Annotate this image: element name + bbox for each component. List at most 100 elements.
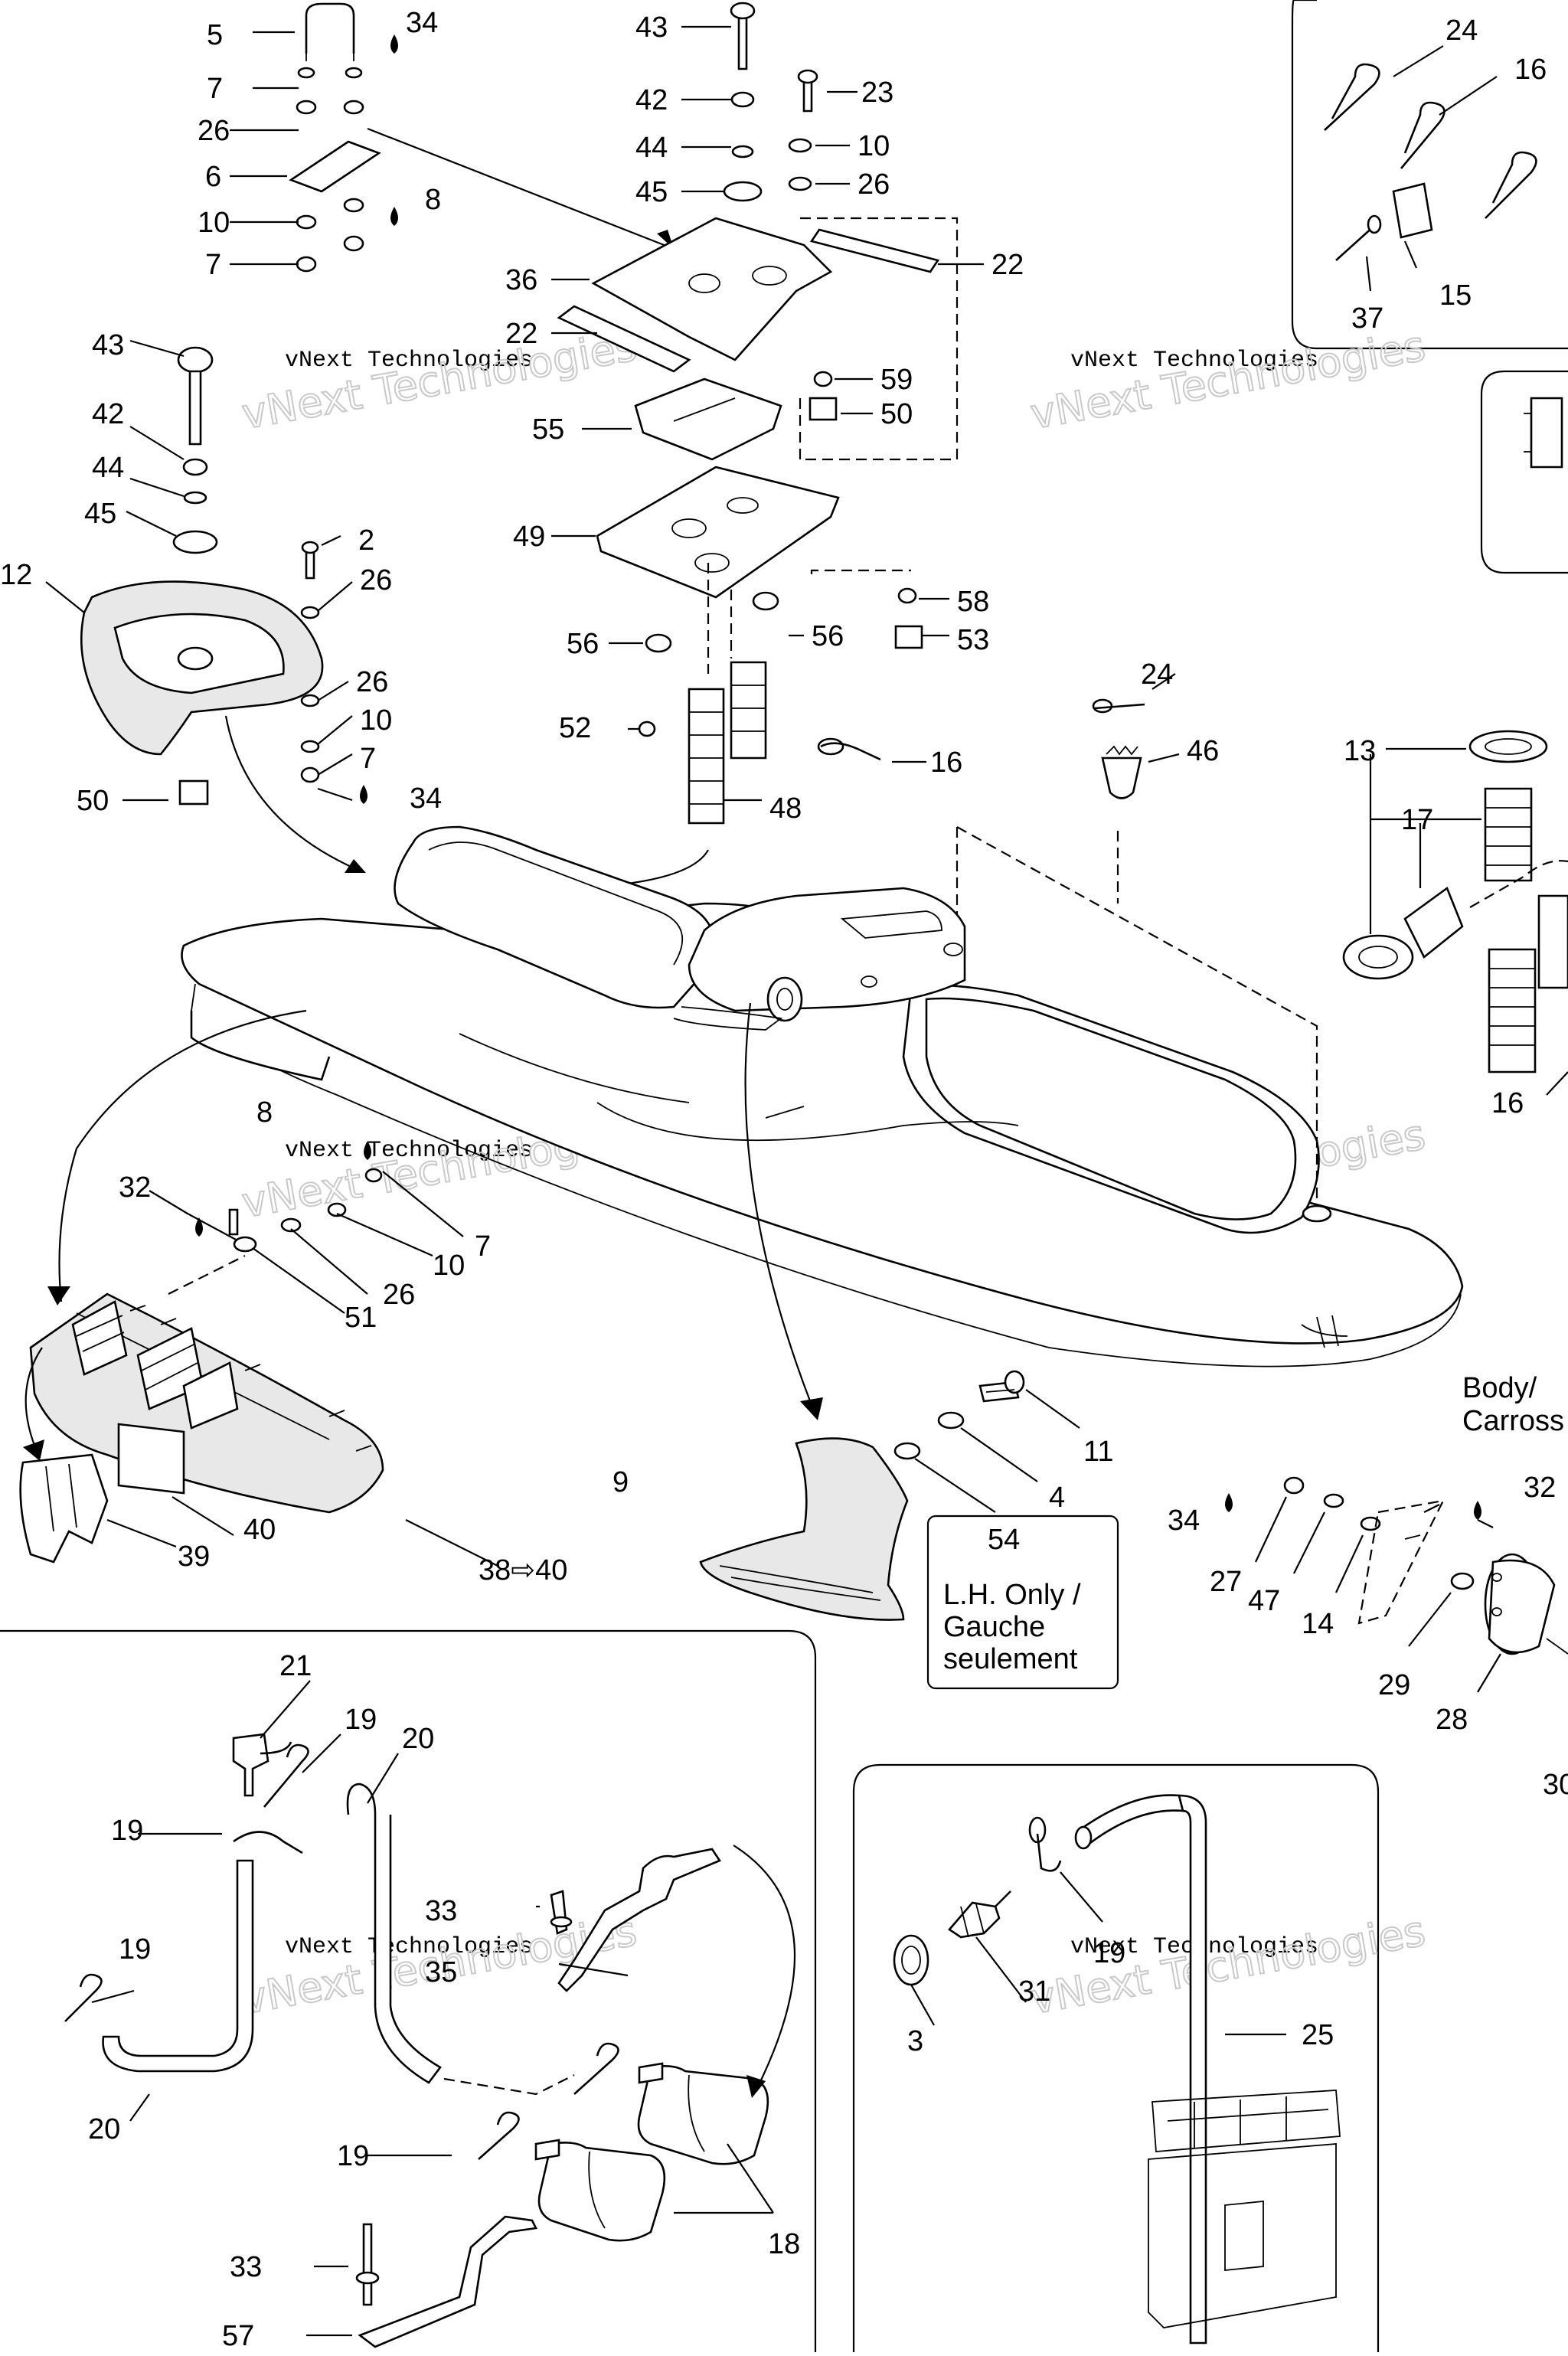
callout: 48 [769, 792, 802, 825]
battery-body [1148, 2143, 1337, 2328]
callout: 57 [222, 2320, 254, 2352]
callout: 10 [360, 704, 392, 737]
bracket [557, 1848, 721, 1992]
washer [297, 67, 315, 79]
note-lh-only-line2: Gauche [943, 1611, 1045, 1643]
bolt-head [730, 2, 756, 20]
watermark-shadow: vNext Technologies [1027, 322, 1429, 439]
note-lh-only-line1: L.H. Only / [943, 1579, 1081, 1611]
callout: 26 [858, 168, 890, 201]
callout: 16 [1491, 1087, 1524, 1119]
hose [102, 1859, 254, 2073]
nut [1283, 1476, 1305, 1495]
base-plate [596, 466, 840, 599]
nut [343, 235, 364, 252]
clip [19, 1453, 109, 1564]
washer [327, 1202, 347, 1217]
battery-vent-assembly [893, 1794, 1341, 2345]
washer [296, 100, 317, 115]
grommet [752, 591, 779, 611]
callout: 26 [383, 1279, 415, 1311]
washer [788, 176, 812, 191]
note-range-38-40: 38⇨40 [479, 1554, 567, 1586]
callout: 13 [1344, 735, 1376, 767]
watercraft-hull [181, 825, 1464, 1368]
vent [182, 1361, 239, 1430]
callout: 33 [425, 1895, 457, 1927]
washer [343, 100, 364, 115]
leader-arrow [58, 1009, 307, 1302]
callout: 42 [635, 84, 668, 116]
note-body-line1: Body/ [1462, 1372, 1537, 1404]
panel-right-mid [1480, 370, 1568, 574]
grommet [1342, 934, 1414, 980]
washer [280, 1217, 302, 1233]
bolt-head [797, 69, 818, 84]
deflector [699, 1437, 909, 1621]
handle-assembly [80, 346, 324, 805]
washer [300, 694, 320, 707]
callout: 7 [205, 249, 221, 281]
callout: 35 [425, 1956, 457, 1988]
grommet [645, 633, 672, 653]
note-body-line2: Carross [1462, 1405, 1564, 1437]
bolt [802, 79, 813, 113]
seat [394, 825, 715, 1009]
callout: 8 [256, 1096, 273, 1129]
leader-arrow [367, 127, 675, 250]
callout: 54 [988, 1524, 1020, 1556]
callout: 25 [1302, 2019, 1334, 2051]
washer [233, 1236, 257, 1253]
callout: 16 [930, 747, 962, 779]
washer [893, 1442, 921, 1460]
washer [731, 145, 754, 158]
callout: 19 [111, 1815, 143, 1847]
callout: 10 [198, 207, 230, 239]
callout: 16 [1514, 54, 1547, 86]
u-bolt [305, 2, 355, 54]
washer [172, 530, 218, 554]
callout: 5 [207, 19, 223, 51]
callout: 51 [345, 1302, 377, 1334]
callout: 24 [1141, 658, 1173, 691]
callout: 55 [532, 413, 564, 446]
mirror-mount-assembly [1283, 1476, 1568, 1655]
bellows [1403, 886, 1464, 959]
plate [289, 140, 381, 193]
panel-bottom-right [852, 1763, 1380, 2352]
bellows-group-right [1342, 730, 1568, 1073]
callout: 58 [957, 586, 989, 618]
callout: 36 [505, 264, 537, 296]
callout: 40 [243, 1514, 276, 1546]
callout: 8 [425, 184, 441, 216]
callout: 19 [1093, 1937, 1125, 1969]
vent-hose-assembly [64, 1733, 769, 2348]
check-valve [948, 1901, 1001, 1939]
label-plate [117, 1423, 185, 1495]
rubber-strip [809, 228, 940, 273]
panel-top-right [1291, 0, 1568, 350]
callout: 50 [77, 785, 109, 817]
knob [766, 976, 803, 1022]
callout: 3 [907, 2025, 923, 2057]
deflector-assembly [699, 1370, 1025, 1621]
callout: 45 [635, 176, 668, 208]
adhesive-drop-icon [195, 34, 1481, 1520]
callout: 24 [1446, 15, 1478, 47]
callout: 17 [1401, 804, 1433, 836]
nut [897, 587, 917, 604]
cap [893, 1934, 929, 1986]
washer [300, 740, 320, 753]
bellows [1488, 948, 1537, 1073]
callout: 46 [1187, 735, 1219, 767]
callout: 26 [356, 666, 388, 698]
callout: 53 [957, 624, 989, 656]
rivet [638, 721, 656, 737]
callout: 7 [360, 743, 376, 775]
callout: 45 [84, 498, 116, 530]
callout: 31 [1018, 1975, 1050, 2008]
bolt [305, 550, 315, 580]
callout: 12 [0, 559, 32, 591]
callout: 39 [178, 1541, 210, 1573]
elbow-fitting [232, 1733, 270, 1797]
